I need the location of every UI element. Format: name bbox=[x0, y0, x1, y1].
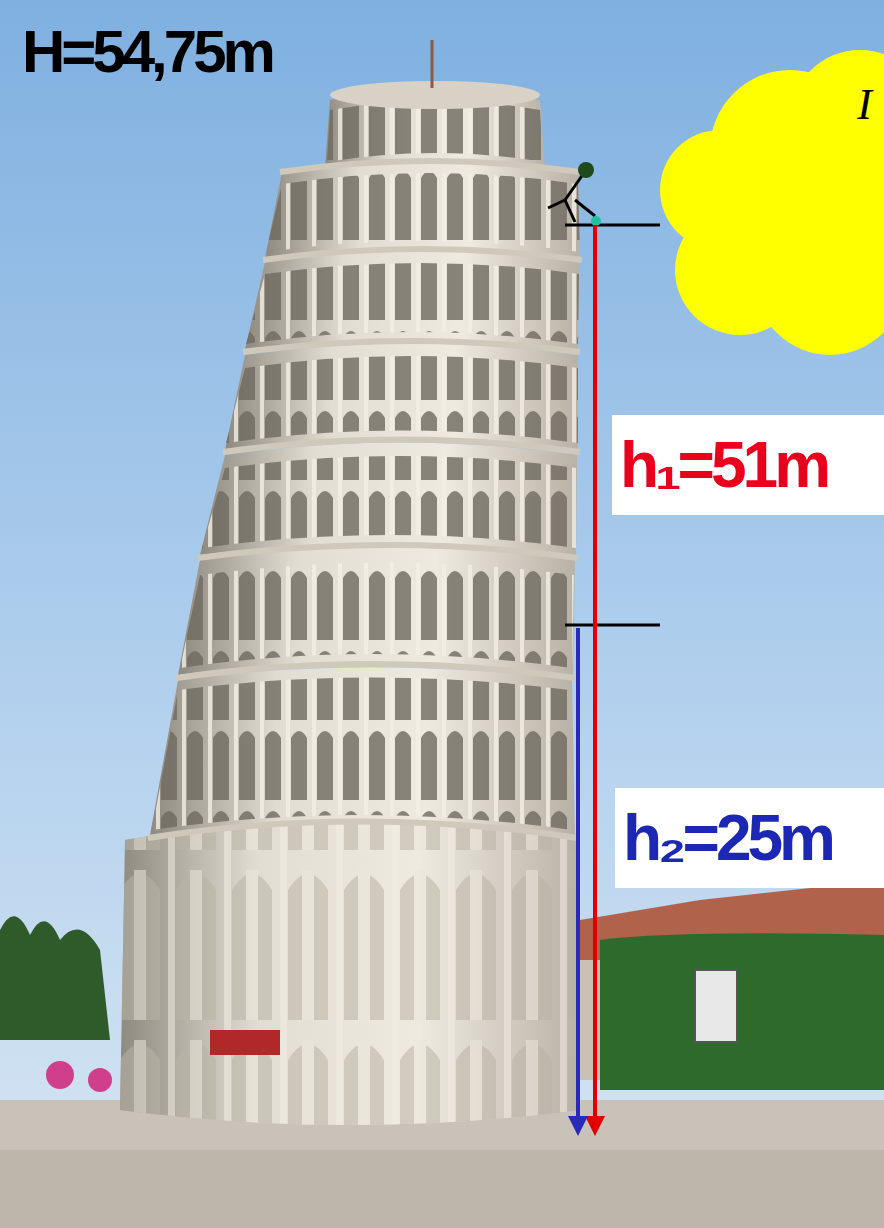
node-text: h₁=51m bbox=[620, 433, 827, 497]
node-text: h₂=25m bbox=[623, 806, 832, 870]
cloud-note: I bbox=[700, 70, 880, 140]
node-text: I bbox=[857, 83, 872, 127]
height-label-box: h₁=51m bbox=[612, 415, 884, 515]
height-label-box: h₂=25m bbox=[615, 788, 884, 888]
height-label: H=54,75m bbox=[22, 22, 272, 82]
